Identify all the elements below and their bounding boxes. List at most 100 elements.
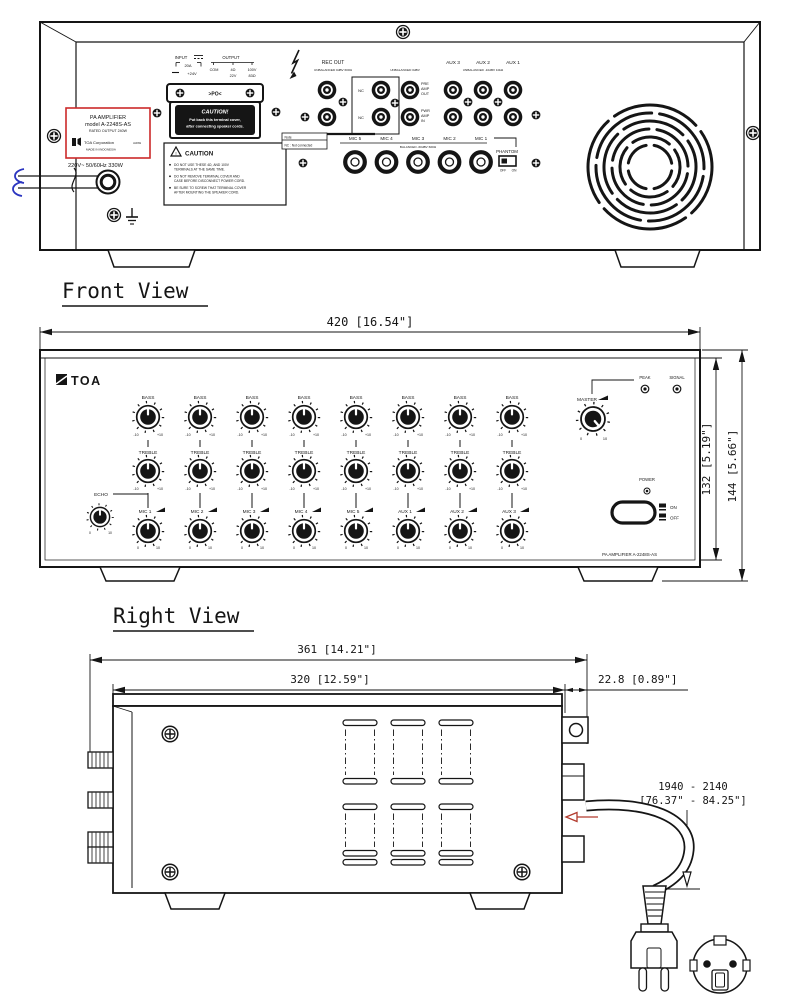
screw-icon	[175, 88, 185, 98]
side-knob	[87, 751, 114, 769]
pin-hole	[729, 960, 737, 968]
rec-out-section: REC OUT UNBALANCED 0dBV 600Ω NC NC UNBAL…	[314, 60, 430, 136]
scale-min: -10	[237, 487, 242, 491]
power-led	[643, 487, 651, 495]
rear-view: PA AMPLIFIER model A-2248S-AS RATED OUTP…	[12, 21, 761, 268]
scale-max: +10	[313, 433, 319, 437]
channel-column: BASS -10 +10 TREBLE -10 +10 AUX 2 0 10	[443, 395, 477, 550]
output-com: COM	[210, 68, 219, 72]
rca-jack	[317, 107, 337, 127]
plug-pin	[660, 967, 670, 992]
scale-ten: 10	[603, 437, 607, 441]
channel-column: BASS -10 +10 TREBLE -10 +10 AUX 3 0 10	[495, 395, 529, 550]
rec-out-sub: UNBALANCED 0dBV 600Ω	[314, 68, 353, 72]
scale-min: -10	[497, 487, 502, 491]
mic-label: MIC 1	[475, 136, 488, 141]
label-line: RATED OUTPUT 240W	[89, 129, 128, 133]
screw-icon	[463, 97, 473, 107]
dim-cord-mm: 1940 - 2140	[658, 781, 728, 793]
cover-mark: >PO<	[208, 92, 221, 98]
phantom-switch: PHANTOM OFF ON	[494, 137, 518, 173]
speaker-terminal-block: INPUT 20A +24V OUTPUT COM 4Ω 100V 22V 83…	[166, 55, 264, 139]
caution-bullet: DO NOT USE THESE 4Ω, AND 100V	[174, 163, 230, 167]
dim-width: 420 [16.54"]	[327, 315, 414, 329]
side-knob	[87, 791, 114, 809]
input-label: INPUT	[175, 55, 188, 60]
channel-column: BASS -10 +10 TREBLE -10 +10 MIC 4 0 10	[287, 395, 321, 550]
volume-wedge-icon	[208, 507, 217, 512]
phone-jack	[345, 152, 365, 172]
channel-label: AUX 3	[502, 509, 516, 515]
power-rating: 220V~ 50/60Hz 330W	[68, 163, 124, 169]
label-line: MADE IN INDONESIA	[86, 148, 116, 152]
scale-zero: 0	[501, 546, 503, 550]
rca-jack	[443, 107, 463, 127]
bass-label: BASS	[402, 395, 415, 401]
scale-min: -10	[445, 487, 450, 491]
scale-max: +10	[157, 487, 163, 491]
screw-icon	[46, 128, 62, 144]
cover-caution-title: CAUTION!	[202, 110, 229, 116]
volume-wedge-icon	[520, 507, 529, 512]
scale-ten: 10	[312, 546, 316, 550]
channel-label: MIC 3	[243, 509, 256, 515]
channel-label: MIC 5	[347, 509, 360, 515]
scale-ten: 10	[468, 546, 472, 550]
toa-logo: TOA	[55, 374, 100, 388]
scale-min: -10	[133, 487, 138, 491]
mic-column: MIC 3	[408, 136, 428, 172]
bass-label: BASS	[506, 395, 519, 401]
channel-column: BASS -10 +10 TREBLE -10 +10 MIC 1 0 10	[131, 395, 165, 550]
treble-label: TREBLE	[295, 450, 314, 456]
caution-box: ! CAUTION DO NOT USE THESE 4Ω, AND 100V …	[163, 142, 287, 206]
pwr-amp-in-label: AMP	[421, 114, 430, 118]
volume-wedge-icon	[260, 507, 269, 512]
scale-max: +10	[521, 433, 527, 437]
scale-min: -10	[393, 433, 398, 437]
scale-zero: 0	[397, 546, 399, 550]
scale-min: -10	[497, 433, 502, 437]
side-knob	[87, 831, 114, 849]
warning-mark: !	[175, 151, 176, 156]
rca-jack	[400, 80, 420, 100]
signal-led	[672, 384, 682, 394]
ground-icon	[126, 208, 138, 225]
bass-label: BASS	[246, 395, 259, 401]
treble-label: TREBLE	[139, 450, 158, 456]
note-box: Note NC : Not connected	[281, 132, 328, 150]
channel-label: AUX 1	[398, 509, 412, 515]
rear-foot-right	[613, 249, 702, 268]
mic-column: MIC 2	[440, 136, 460, 172]
output-label: OUTPUT	[222, 55, 240, 60]
plug-pin	[638, 967, 648, 992]
rca-jack	[443, 80, 463, 100]
power-off-label: OFF	[670, 516, 679, 521]
scale-max: +10	[209, 487, 215, 491]
pwr-amp-in-label: PWR	[421, 109, 430, 113]
rca-jack	[371, 80, 391, 100]
mic-label: MIC 3	[412, 136, 425, 141]
scale-min: -10	[185, 433, 190, 437]
bass-label: BASS	[350, 395, 363, 401]
aux-label: AUX 1	[506, 60, 520, 66]
echo-label: ECHO	[94, 492, 108, 498]
power-switch	[610, 500, 657, 525]
treble-label: TREBLE	[451, 450, 470, 456]
channel-column: BASS -10 +10 TREBLE -10 +10 AUX 1 0 10	[391, 395, 425, 550]
screw-icon	[245, 88, 255, 98]
scale-zero: 0	[137, 546, 139, 550]
aux-column: AUX 3	[443, 60, 463, 127]
scale-max: +10	[261, 433, 267, 437]
master-control: MASTER 0 10	[569, 379, 634, 443]
caution-bullet: TERMINALS AT THE SAME TIME.	[174, 168, 225, 172]
caution-bullet: BE SURE TO SCREW THAT TERMINAL COVER	[174, 186, 247, 190]
output-4ohm: 4Ω	[231, 68, 236, 72]
rca-jack	[503, 107, 523, 127]
treble-label: TREBLE	[191, 450, 210, 456]
aux-label: AUX 3	[446, 60, 460, 66]
aux-label: AUX 2	[476, 60, 490, 66]
scale-min: -10	[393, 487, 398, 491]
leader-arrow-icon	[682, 871, 692, 889]
volume-wedge-icon	[416, 507, 425, 512]
